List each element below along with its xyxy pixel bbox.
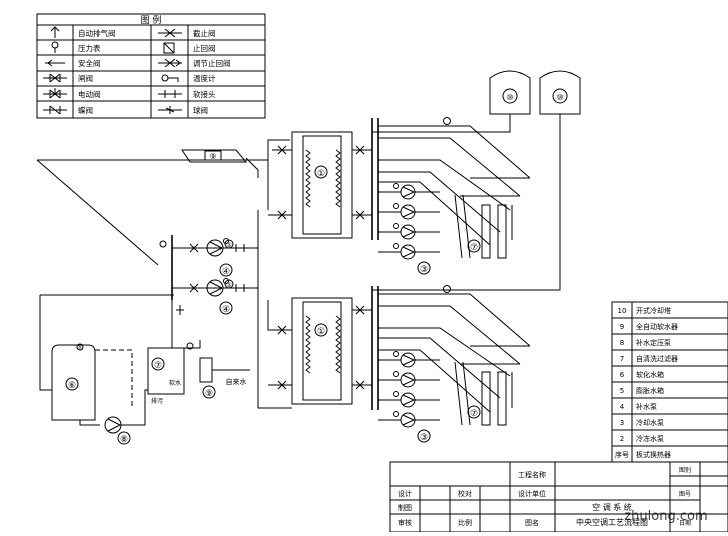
- tower-b-marker: ⑩: [556, 93, 563, 102]
- table-row-no: 9: [620, 323, 624, 331]
- unit-label: 设计单位: [518, 489, 546, 498]
- legend-title: 图 例: [141, 14, 162, 26]
- table-row-name: 冷却水泵: [636, 418, 664, 427]
- pump-cold-marker-lower: ③: [420, 433, 428, 443]
- filter-unit: ⑦ 软水 排污: [147, 347, 185, 405]
- project-name: 空 调 系 统: [592, 502, 632, 512]
- air-vent-icon: [50, 26, 60, 38]
- table-row-name: 膨胀水箱: [636, 386, 664, 395]
- legend-label-2: 截止阀: [193, 28, 216, 38]
- sheet-label: 图别: [679, 466, 691, 474]
- pump-cold-marker-upper: ③: [420, 265, 428, 275]
- butterfly-valve-icon: [43, 105, 67, 115]
- table-row-no: 7: [620, 355, 624, 363]
- tap-water-label: 自来水: [226, 377, 247, 386]
- exchanger-lower-marker: ①: [317, 327, 325, 337]
- ball-valve-icon: [158, 106, 182, 114]
- table-row-name: 补水泵: [636, 402, 657, 411]
- table-row-no: 6: [620, 371, 625, 379]
- tank-soft-marker: ⑥: [68, 381, 76, 391]
- scale-label: 比例: [458, 518, 472, 527]
- table-row-name: 全自动软水器: [636, 322, 678, 331]
- check-valve-icon: [163, 42, 175, 54]
- legend: 图 例 自动排气阀 截止阀 压力表 止回阀 安全阀: [36, 13, 266, 119]
- soft-water-tank: ⑥ ⑤: [51, 343, 96, 421]
- table-row-no: 4: [620, 403, 625, 411]
- table-row-name: 补水定压泵: [636, 338, 671, 347]
- pressure-gauge-icon: [51, 41, 59, 53]
- filter-marker-lower: ⑦: [470, 409, 478, 419]
- design-label: 设计: [398, 489, 412, 498]
- softener-top: ⑨: [181, 149, 248, 163]
- softener-marker-top: ⑨: [209, 152, 216, 161]
- exchanger-upper-marker: ①: [317, 169, 325, 179]
- table-row-no: 10: [618, 307, 627, 315]
- pump-make-marker-2: ④: [222, 305, 230, 315]
- table-row-name: 冷冻水泵: [636, 434, 664, 443]
- softener-marker-small: ⑨: [205, 389, 213, 399]
- table-row-name: 自清洗过滤器: [636, 354, 678, 363]
- heat-exchanger-lower: ①: [291, 297, 353, 405]
- legend-label-7: 闸阀: [78, 74, 93, 83]
- regulating-check-valve-icon: [158, 58, 182, 68]
- table-row-no: 2: [620, 435, 624, 443]
- legend-label-3: 压力表: [78, 43, 101, 53]
- filter-marker: ⑦: [154, 361, 162, 371]
- tank-exp-marker: ⑤: [78, 345, 82, 351]
- cooling-tower-b: ⑩: [539, 70, 581, 115]
- cooling-tower-a: ⑩: [489, 70, 531, 115]
- pump-fill-marker: ⑧: [120, 435, 128, 445]
- softener-small: ⑨: [199, 357, 216, 399]
- equipment-table: 10 开式冷却塔 9 全自动软水器 8 补水定压泵 7 自清洗过滤器 6 软化水…: [611, 301, 728, 463]
- table-row-name: 开式冷却塔: [636, 306, 671, 315]
- legend-label-9: 电动阀: [78, 89, 101, 99]
- legend-label-6: 调节止回阀: [193, 58, 231, 68]
- legend-label-12: 球阀: [193, 105, 208, 115]
- review-label: 审核: [398, 518, 412, 527]
- motorized-valve-icon: [43, 88, 67, 99]
- tower-a-marker: ⑩: [506, 93, 513, 102]
- table-row-name: 软化水箱: [636, 370, 664, 379]
- globe-valve-icon: [158, 28, 182, 38]
- safety-valve-icon: [45, 59, 65, 67]
- check-label: 校对: [458, 489, 472, 498]
- gate-valve-icon: [43, 73, 67, 83]
- table-header: 序号: [615, 450, 629, 459]
- table-row-no: 3: [620, 419, 624, 427]
- drawing-label: 图名: [525, 518, 539, 527]
- pump-make-marker-1: ④: [222, 267, 230, 277]
- pump-hot-marker-2: ②: [226, 282, 232, 289]
- softened-label: 软水: [169, 379, 181, 387]
- table-row-name: 板式换热器: [636, 450, 671, 459]
- fill-pump: ⑧: [104, 416, 131, 445]
- legend-label-5: 安全阀: [78, 58, 101, 68]
- drawing-no-label: 图号: [679, 491, 691, 498]
- legend-label-11: 蝶阀: [78, 105, 93, 115]
- watermark: zhulong.com: [624, 509, 707, 524]
- title-block: 工程名称 设计 制图 审核 校对 设计单位 比例 图名 空 调 系 统 中央空调…: [389, 461, 728, 533]
- filter-marker-upper: ⑦: [470, 243, 478, 253]
- pump-hot-marker-1: ②: [226, 242, 232, 249]
- legend-label-10: 软接头: [193, 89, 216, 99]
- drawing-title: 中央空调工艺流程图: [576, 517, 648, 527]
- flexible-joint-icon: [158, 90, 182, 98]
- project-label: 工程名称: [518, 470, 546, 479]
- legend-label-8: 温度计: [193, 73, 216, 83]
- legend-label-1: 自动排气阀: [78, 28, 116, 38]
- date-label: 日期: [679, 519, 691, 527]
- pump-group-hot: ④ ④ ② ②: [159, 235, 258, 315]
- draw-label: 制图: [398, 503, 412, 512]
- heat-exchanger-upper: ①: [291, 131, 353, 239]
- pump-group-lower: ③ ⑦: [378, 351, 481, 443]
- table-row-no: 8: [620, 339, 624, 347]
- drain-label: 排污: [151, 397, 163, 405]
- pump-group-upper: ③ ⑦: [378, 183, 481, 275]
- table-row-no: 5: [620, 387, 624, 395]
- thermometer-icon: [161, 74, 179, 82]
- legend-label-4: 止回阀: [193, 43, 216, 53]
